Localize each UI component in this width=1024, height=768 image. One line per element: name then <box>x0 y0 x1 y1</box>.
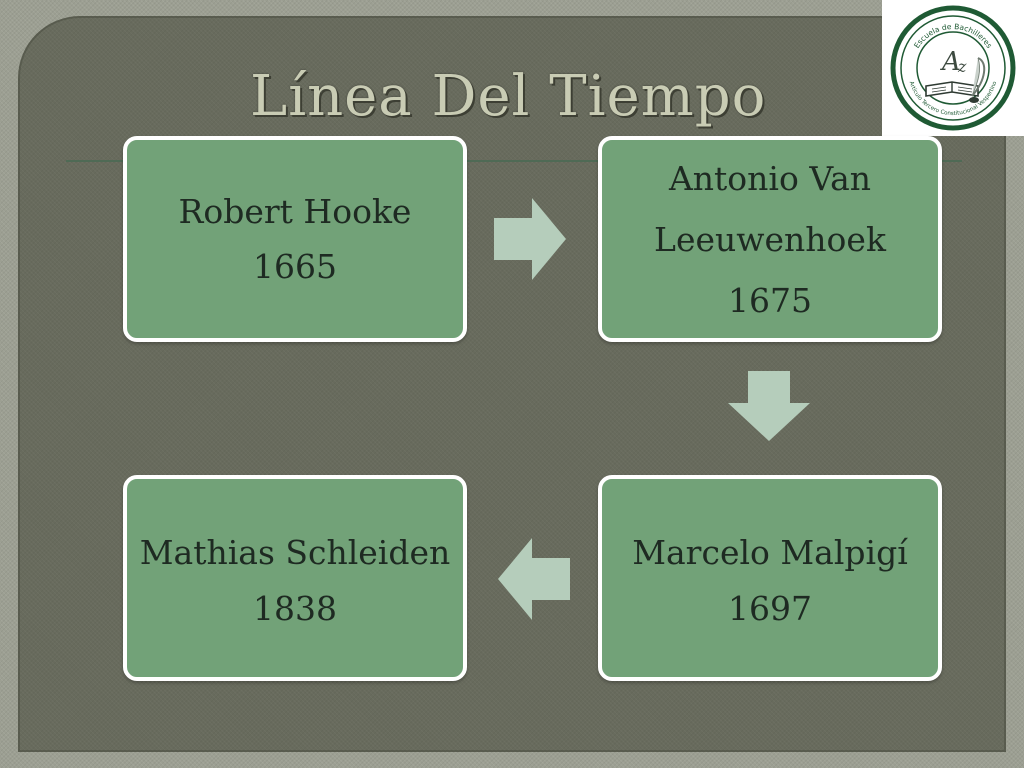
timeline-node-name: Robert Hooke <box>178 192 412 231</box>
timeline-node-year: 1697 <box>728 589 812 628</box>
timeline-node-year: 1838 <box>253 589 337 628</box>
school-logo: Escuela de Bachilleres Artículo Tercero … <box>882 0 1024 136</box>
book-quill-seal-icon: Escuela de Bachilleres Artículo Tercero … <box>890 5 1016 131</box>
slide-title: Línea Del Tiempo <box>250 64 767 129</box>
timeline-node-year: 1665 <box>253 247 337 286</box>
arrow-right-icon <box>492 196 568 282</box>
title-divider <box>66 160 962 162</box>
timeline-node-name: Mathias Schleiden <box>139 533 451 572</box>
timeline-node-marcelo-malpigi: Marcelo Malpigí 1697 <box>598 475 942 681</box>
timeline-node-year: 1675 <box>728 280 812 320</box>
arrow-down-icon <box>726 369 812 443</box>
timeline-node-name: Marcelo Malpigí <box>632 533 908 572</box>
timeline-node-mathias-schleiden: Mathias Schleiden 1838 <box>123 475 467 681</box>
timeline-node-antonio-van-leeuwenhoek: Antonio Van Leeuwenhoek 1675 <box>598 136 942 342</box>
arrow-left-icon <box>496 536 572 622</box>
svg-text:z: z <box>957 57 967 76</box>
timeline-node-robert-hooke: Robert Hooke 1665 <box>123 136 467 342</box>
timeline-node-name: Antonio Van Leeuwenhoek <box>654 158 886 259</box>
svg-text:A: A <box>940 47 961 77</box>
